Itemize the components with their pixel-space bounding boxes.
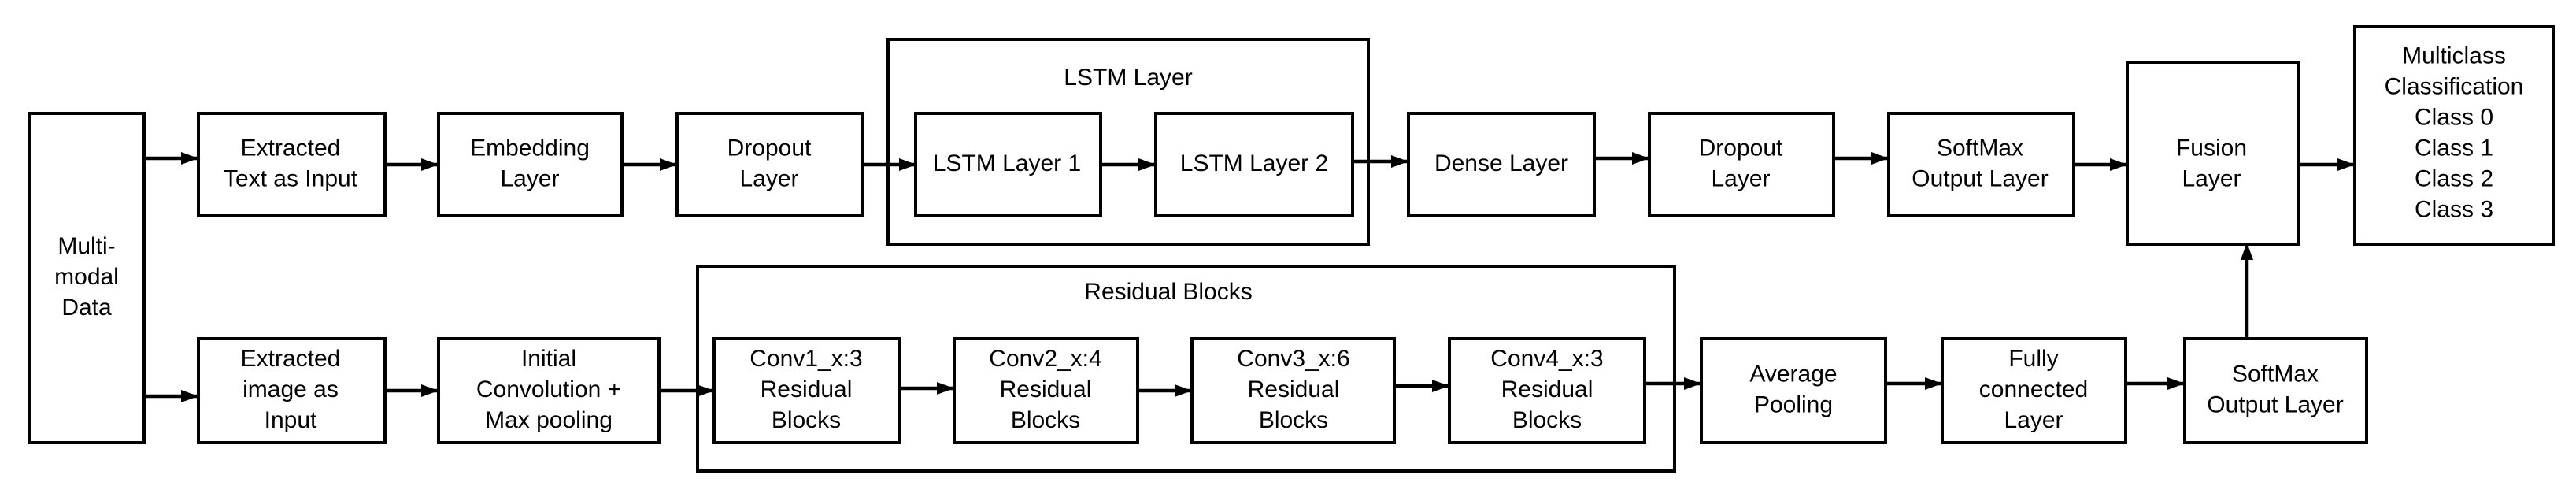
dropout-layer-2-label-line-2: Layer — [1711, 165, 1770, 191]
dense-layer-label-line-1: Dense Layer — [1434, 150, 1568, 176]
embedding-layer-label-line-2: Layer — [500, 165, 559, 191]
softmax-output-text-label-line-2: Output Layer — [1912, 165, 2048, 191]
initial-convolution-label-line-1: Initial — [521, 346, 576, 372]
conv1-residual-blocks-label-line-1: Conv1_x:3 — [749, 346, 862, 372]
conv2-residual-blocks-label-line-1: Conv2_x:4 — [989, 346, 1101, 372]
lstm-layer-2-node: LSTM Layer 2 — [1154, 112, 1354, 217]
multiclass-classification-label-line-2: Classification — [2385, 73, 2524, 99]
softmax-output-text-label-line-1: SoftMax — [1937, 135, 2023, 161]
embedding-layer-label-line-1: Embedding — [470, 135, 590, 161]
extracted-image-input-node: Extracted image as Input — [197, 337, 387, 444]
multiclass-classification-label-line-6: Class 3 — [2415, 196, 2493, 222]
lstm-layer-2-label-line-1: LSTM Layer 2 — [1180, 150, 1328, 176]
extracted-text-input-label-line-2: Text as Input — [224, 165, 358, 191]
fusion-layer-label-line-2: Layer — [2182, 165, 2241, 191]
conv1-residual-blocks-label-line-3: Blocks — [772, 407, 841, 433]
multiclass-classification-label-line-3: Class 0 — [2415, 104, 2493, 130]
extracted-image-input-label-line-3: Input — [265, 407, 317, 433]
extracted-text-input-label-line-1: Extracted — [241, 135, 341, 161]
extracted-image-input-label-line-1: Extracted — [241, 346, 341, 372]
conv3-residual-blocks-label-line-2: Residual — [1248, 376, 1340, 402]
lstm-layer-1-label-line-1: LSTM Layer 1 — [933, 150, 1081, 176]
conv4-residual-blocks-label-line-2: Residual — [1501, 376, 1593, 402]
fully-connected-layer-label-line-3: Layer — [2004, 407, 2063, 433]
softmax-output-image-label-line-2: Output Layer — [2207, 391, 2343, 417]
lstm-layer-group: LSTM Layer — [886, 38, 1370, 246]
fully-connected-layer-label-line-2: connected — [1979, 376, 2088, 402]
multiclass-classification-label-line-4: Class 1 — [2415, 135, 2493, 161]
fusion-layer-label-line-1: Fusion — [2176, 135, 2247, 161]
edges — [144, 152, 2355, 402]
multimodal-data-label-line-1: Multi- — [57, 233, 115, 259]
fully-connected-layer-label-line-1: Fully — [2008, 346, 2058, 372]
average-pooling-label-line-2: Pooling — [1754, 391, 1833, 417]
extracted-image-input-label-line-2: image as — [242, 376, 339, 402]
multiclass-classification-label-line-5: Class 2 — [2415, 165, 2493, 191]
multiclass-classification-label-line-1: Multiclass — [2402, 43, 2506, 69]
initial-convolution-label-line-3: Max pooling — [485, 407, 613, 433]
average-pooling-label-line-1: Average — [1749, 361, 1837, 387]
lstm-layer-1-node: LSTM Layer 1 — [914, 112, 1102, 217]
residual-blocks-group-title: Residual Blocks — [1084, 279, 1252, 305]
dropout-layer-1-label-line-2: Layer — [739, 165, 798, 191]
residual-blocks-group: Residual Blocks — [696, 265, 1676, 473]
softmax-output-image-label-line-1: SoftMax — [2232, 361, 2319, 387]
dense-layer-node: Dense Layer — [1407, 112, 1596, 217]
initial-convolution-label-line-2: Convolution + — [476, 376, 621, 402]
conv2-residual-blocks-label-line-3: Blocks — [1011, 407, 1080, 433]
dropout-layer-2-label-line-1: Dropout — [1699, 135, 1783, 161]
conv2-residual-blocks-label-line-2: Residual — [1000, 376, 1092, 402]
multimodal-data-label-line-2: modal — [54, 264, 119, 290]
multimodal-data-label-line-3: Data — [61, 295, 112, 321]
conv3-residual-blocks-label-line-3: Blocks — [1259, 407, 1328, 433]
conv1-residual-blocks-label-line-2: Residual — [761, 376, 853, 402]
conv3-residual-blocks-label-line-1: Conv3_x:6 — [1237, 346, 1349, 372]
dropout-layer-1-label-line-1: Dropout — [727, 135, 812, 161]
lstm-layer-group-title: LSTM Layer — [1064, 65, 1192, 91]
conv4-residual-blocks-label-line-3: Blocks — [1512, 407, 1582, 433]
conv4-residual-blocks-label-line-1: Conv4_x:3 — [1490, 346, 1603, 372]
